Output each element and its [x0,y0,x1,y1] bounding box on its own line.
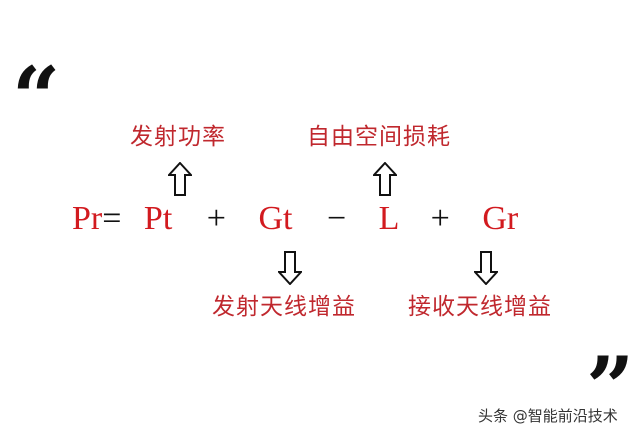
down-arrow-icon [474,251,498,285]
formula-term-gt: Gt [258,200,293,237]
down-arrow-icon [278,251,302,285]
up-arrow-icon [373,162,397,196]
label-transmit-power: 发射功率 [130,124,226,150]
formula-lhs-pr: Pr [72,200,103,237]
link-budget-formula: Pr= Pt + Gt − L + Gr [72,202,518,236]
label-receive-antenna-gain: 接收天线增益 [408,294,552,320]
formula-op-plus: + [430,200,450,237]
label-transmit-antenna-gain: 发射天线增益 [212,294,356,320]
formula-equals: = [102,200,122,237]
formula-term-gr: Gr [482,200,519,237]
close-quote-mark: ” [586,338,635,437]
formula-op-minus: − [326,200,347,237]
open-quote-mark: “ [12,48,61,147]
formula-term-l: L [378,200,399,237]
formula-term-pt: Pt [143,200,173,237]
source-watermark: 头条 @智能前沿技术 [478,407,618,425]
label-free-space-loss: 自由空间损耗 [307,124,451,150]
formula-op-plus: + [206,200,226,237]
up-arrow-icon [168,162,192,196]
